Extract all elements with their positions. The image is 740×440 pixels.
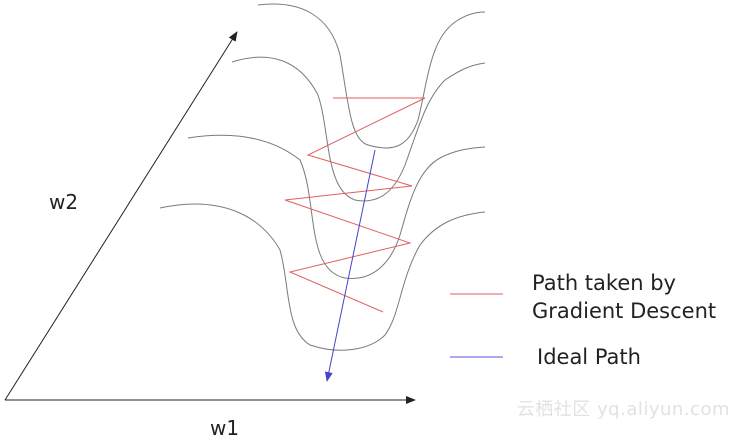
watermark: 云栖社区 yq.aliyun.com (516, 399, 730, 420)
legend-label-ideal-path: Ideal Path (537, 345, 641, 369)
w2-axis-label: w2 (49, 190, 79, 214)
contour-curve (159, 203, 486, 351)
contour-curve (257, 3, 486, 149)
contour-curve (231, 56, 486, 202)
w1-axis-label: w1 (210, 416, 240, 440)
legend-line-1: Path taken by (532, 271, 676, 295)
legend-line-2: Gradient Descent (532, 299, 717, 323)
legend-label-gradient-descent: Path taken by Gradient Descent (532, 269, 716, 325)
gradient-descent-path (284, 97, 426, 313)
contour-curve (187, 134, 486, 279)
w2-axis (4, 31, 238, 401)
ideal-path-arrow (324, 149, 376, 382)
